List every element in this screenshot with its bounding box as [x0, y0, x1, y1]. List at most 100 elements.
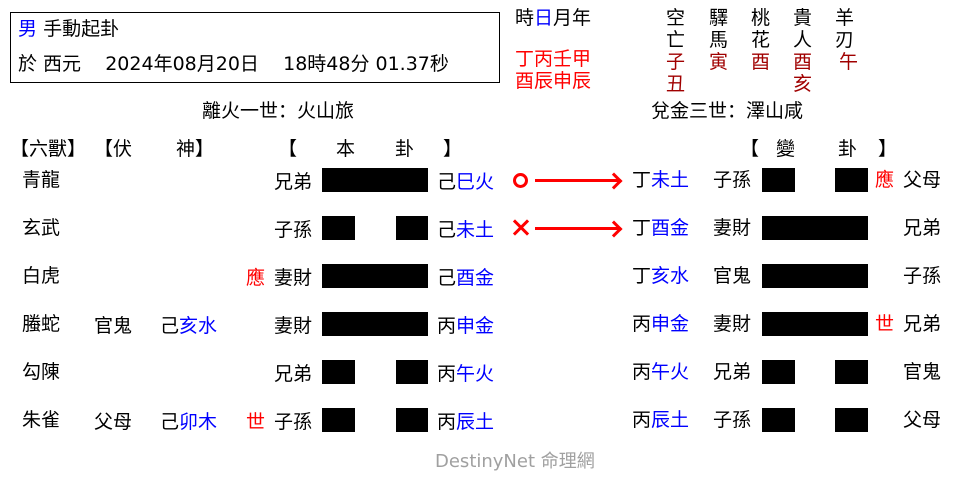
- stem: 丙: [437, 315, 457, 337]
- pillar-label-hour: 時: [515, 7, 535, 29]
- shensha-taohua-top: 桃: [751, 7, 771, 29]
- header-base-label-1: 本: [336, 138, 356, 160]
- changed-relation: 子孫: [713, 409, 752, 431]
- header-base-label-2: 卦: [395, 138, 415, 160]
- header-changed-label-1: 變: [776, 138, 796, 160]
- yin-line-right: [396, 216, 428, 240]
- arrow-head-icon: [605, 172, 623, 190]
- ying-marker: 應: [246, 267, 266, 289]
- footer-brand: DestinyNet 命理網: [435, 451, 595, 472]
- yang-line: [762, 312, 868, 336]
- palace-relation: 官鬼: [903, 361, 942, 383]
- six-beast: 白虎: [22, 265, 61, 287]
- yang-line: [322, 264, 428, 288]
- najia: 己巳火: [437, 170, 494, 194]
- yin-line-left: [762, 408, 795, 432]
- header-six-beasts: 【六獸】: [10, 138, 87, 160]
- hidden-branch: 亥水: [179, 315, 218, 337]
- najia: 丙申金: [437, 314, 494, 338]
- header-changed-label-2: 卦: [838, 138, 858, 160]
- shensha-yima-value: 寅: [709, 51, 729, 73]
- palace-relation: 兄弟: [903, 217, 942, 239]
- shensha-yima-bottom: 馬: [709, 29, 729, 51]
- six-relation: 子孫: [274, 219, 313, 241]
- changed-najia: 丙申金: [632, 312, 689, 336]
- header-changed-open: 【: [740, 138, 760, 160]
- shi-marker: 世: [246, 411, 266, 433]
- header-hidden-god-close: 神】: [176, 138, 215, 160]
- changed-hexagram-title: 兌金三世：澤山咸: [651, 100, 804, 122]
- moving-yang-o-icon: [513, 173, 528, 188]
- changed-stem: 丁: [632, 265, 652, 287]
- changed-najia: 丙午火: [632, 360, 689, 384]
- date-prefix: 於 西元: [18, 53, 82, 75]
- six-relation: 妻財: [274, 315, 313, 337]
- shensha-yangren-top: 羊: [835, 7, 855, 29]
- casting-method-line: 男 手動起卦: [18, 17, 119, 41]
- pillar-labels: 時日月年: [515, 6, 591, 30]
- shensha-guiren-value: 酉: [793, 51, 813, 73]
- six-relation: 子孫: [274, 411, 313, 433]
- six-relation: 兄弟: [274, 171, 313, 193]
- stem: 己: [437, 171, 457, 193]
- changed-relation: 子孫: [713, 169, 752, 191]
- stem: 己: [437, 267, 457, 289]
- hidden-najia: 己亥水: [160, 314, 217, 338]
- yin-line-right: [835, 168, 868, 192]
- yin-line-right: [835, 360, 868, 384]
- changed-relation: 妻財: [713, 313, 752, 335]
- casting-info-box: 男 手動起卦 於 西元 2024年08月20日 18時48分 01.37秒: [10, 12, 500, 83]
- casting-method: 手動起卦: [43, 18, 120, 40]
- stem: 己: [437, 219, 457, 241]
- hidden-stem: 己: [160, 315, 180, 337]
- najia: 丙午火: [437, 362, 494, 386]
- pillar-label-year: 年: [572, 7, 592, 29]
- palace-relation: 子孫: [903, 265, 942, 287]
- hidden-najia: 己卯木: [160, 410, 217, 434]
- najia: 丙辰土: [437, 410, 494, 434]
- branch: 辰土: [456, 411, 495, 433]
- header-changed-close: 】: [878, 138, 898, 160]
- gender-label: 男: [18, 18, 38, 40]
- cast-time: 18時48分 01.37秒: [283, 53, 449, 75]
- yin-line-left: [762, 360, 795, 384]
- pillar-branches: 酉辰申辰: [515, 70, 592, 92]
- yin-line-left: [322, 408, 355, 432]
- shensha-kongwang-bottom: 亡: [666, 29, 686, 51]
- palace-relation: 兄弟: [903, 313, 942, 335]
- six-beast: 青龍: [22, 169, 61, 191]
- branch: 酉金: [456, 267, 495, 289]
- pillar-label-day: 日: [534, 7, 554, 29]
- palace-relation: 父母: [903, 169, 942, 191]
- hidden-relation: 官鬼: [94, 315, 133, 337]
- changed-branch: 酉金: [651, 217, 690, 239]
- stem: 丙: [437, 411, 457, 433]
- pillar-stems: 丁丙壬甲: [515, 48, 592, 70]
- changed-najia: 丁酉金: [632, 216, 689, 240]
- change-arrow-icon: [535, 179, 619, 182]
- najia: 己酉金: [437, 266, 494, 290]
- change-arrow-icon: [535, 227, 619, 230]
- stem: 丙: [437, 363, 457, 385]
- shi-marker: 世: [875, 313, 895, 335]
- arrow-head-icon: [605, 220, 623, 238]
- shensha-kongwang-top: 空: [666, 7, 686, 29]
- moving-yin-x-icon: [512, 219, 530, 237]
- changed-najia: 丁未土: [632, 168, 689, 192]
- changed-stem: 丙: [632, 409, 652, 431]
- six-beast: 勾陳: [22, 361, 61, 383]
- changed-najia: 丙辰土: [632, 408, 689, 432]
- shensha-kongwang-value: 丑: [666, 73, 686, 95]
- header-base-close: 】: [443, 138, 463, 160]
- ying-marker: 應: [875, 169, 895, 191]
- hidden-stem: 己: [160, 411, 180, 433]
- changed-branch: 亥水: [651, 265, 690, 287]
- branch: 巳火: [456, 171, 495, 193]
- hidden-relation: 父母: [94, 411, 133, 433]
- six-beast: 朱雀: [22, 409, 61, 431]
- changed-stem: 丙: [632, 313, 652, 335]
- shensha-taohua-bottom: 花: [751, 29, 771, 51]
- changed-branch: 申金: [651, 313, 690, 335]
- six-beast: 螣蛇: [22, 313, 61, 335]
- najia: 己未土: [437, 218, 494, 242]
